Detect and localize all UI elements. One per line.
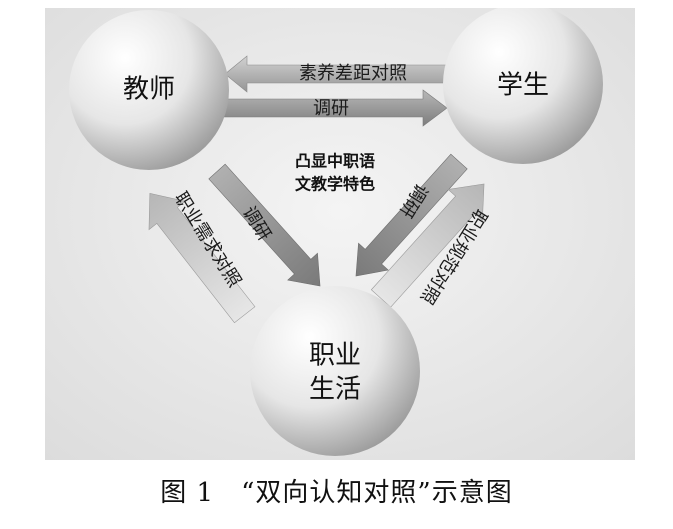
arrow-teacher-to-career — [208, 163, 321, 287]
teacher-label: 教师 — [123, 75, 175, 105]
career-circle — [250, 286, 420, 456]
teacher-circle — [69, 10, 229, 170]
arrow-career-to-student — [370, 183, 485, 308]
label-student-to-teacher: 素养差距对照 — [299, 63, 407, 84]
center-text-line1: 凸显中职语 — [295, 152, 375, 171]
student-label: 学生 — [497, 71, 549, 101]
center-text-line2: 文教学特色 — [295, 175, 375, 194]
arrow-teacher-to-student — [214, 89, 448, 127]
student-circle — [443, 8, 603, 164]
career-label-line2: 生活 — [309, 375, 361, 405]
diagram-figure: 教师 学生 职业 生活 素养差距对照 调研 调研 职业需求对照 调研 职业规范对… — [45, 8, 635, 460]
diagram-svg: 教师 学生 职业 生活 素养差距对照 调研 调研 职业需求对照 调研 职业规范对… — [45, 8, 635, 460]
arrow-career-to-teacher — [148, 193, 256, 324]
career-label-line1: 职业 — [309, 341, 361, 371]
figure-caption: 图 1 “双向认知对照”示意图 — [160, 478, 513, 508]
arrow-student-to-career — [355, 153, 468, 277]
label-teacher-to-student: 调研 — [313, 98, 349, 119]
